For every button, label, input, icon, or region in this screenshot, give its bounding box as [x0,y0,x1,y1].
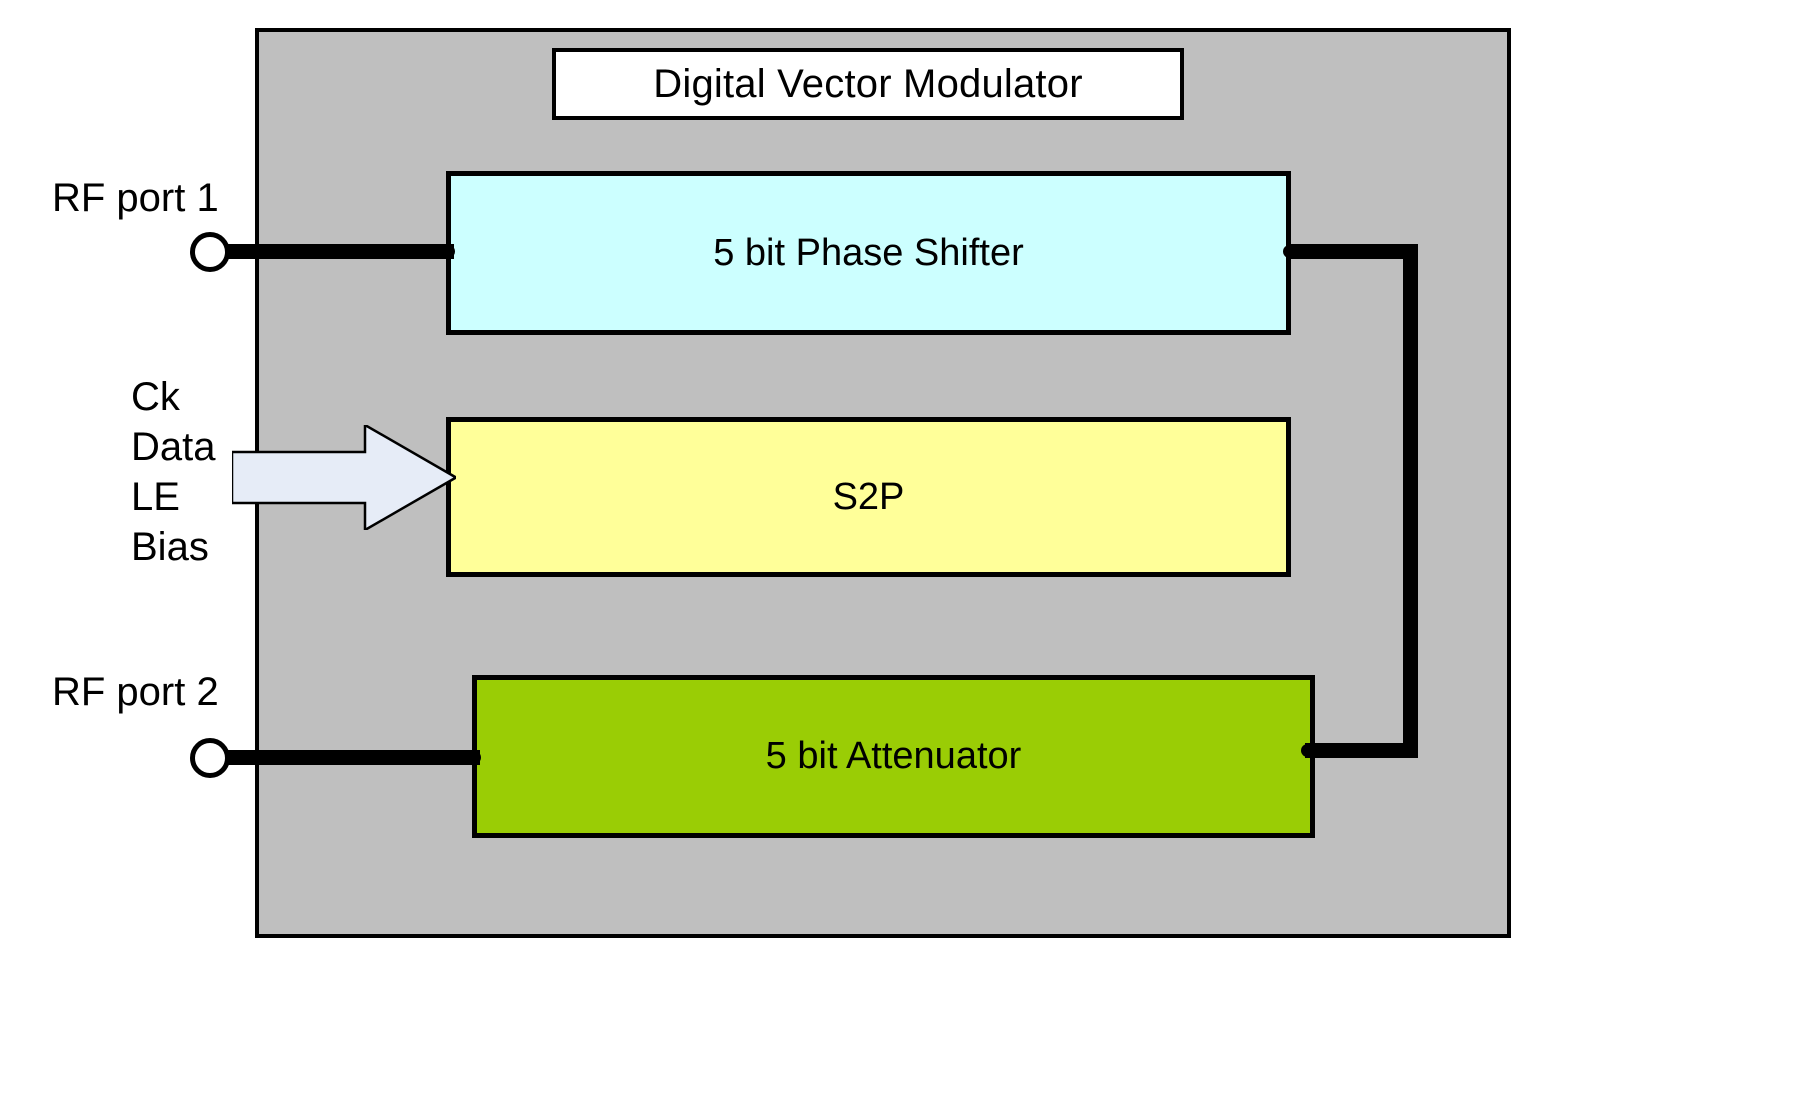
circle-connector-icon-rf-port-1 [190,232,230,272]
junction-dot-phase-shifter-input [442,245,455,258]
rf-port-2-label: RF port 2 [52,670,219,714]
wire-right-vertical-bus [1403,244,1418,758]
control-signal-le: LE [131,475,180,519]
junction-dot-attenuator-output [1301,744,1314,757]
control-signal-data: Data [131,425,216,469]
right-arrow-icon-control-bus [232,425,456,530]
wire-rf-port-1-to-phase-shifter [226,244,454,259]
diagram-title-box: Digital Vector Modulator [552,48,1184,120]
control-signal-bias: Bias [131,525,209,569]
wire-phase-shifter-output [1286,244,1418,259]
circle-connector-icon-rf-port-2 [190,738,230,778]
control-signal-ck: Ck [131,375,180,419]
block-attenuator-label: 5 bit Attenuator [765,735,1022,777]
block-s2p: S2P [446,417,1291,577]
diagram-title-text: Digital Vector Modulator [653,61,1083,106]
rf-port-1-label: RF port 1 [52,176,219,220]
control-signal-labels: Ck Data LE Bias [131,377,216,577]
wire-rf-port-2-to-attenuator [226,750,480,765]
junction-dot-phase-shifter-output [1283,245,1296,258]
block-phase-shifter: 5 bit Phase Shifter [446,171,1291,335]
block-phase-shifter-label: 5 bit Phase Shifter [713,231,1024,274]
junction-dot-attenuator-input [468,751,481,764]
block-attenuator: 5 bit Attenuator [472,675,1315,838]
block-s2p-label: S2P [832,475,905,518]
wire-attenuator-output [1305,743,1418,758]
